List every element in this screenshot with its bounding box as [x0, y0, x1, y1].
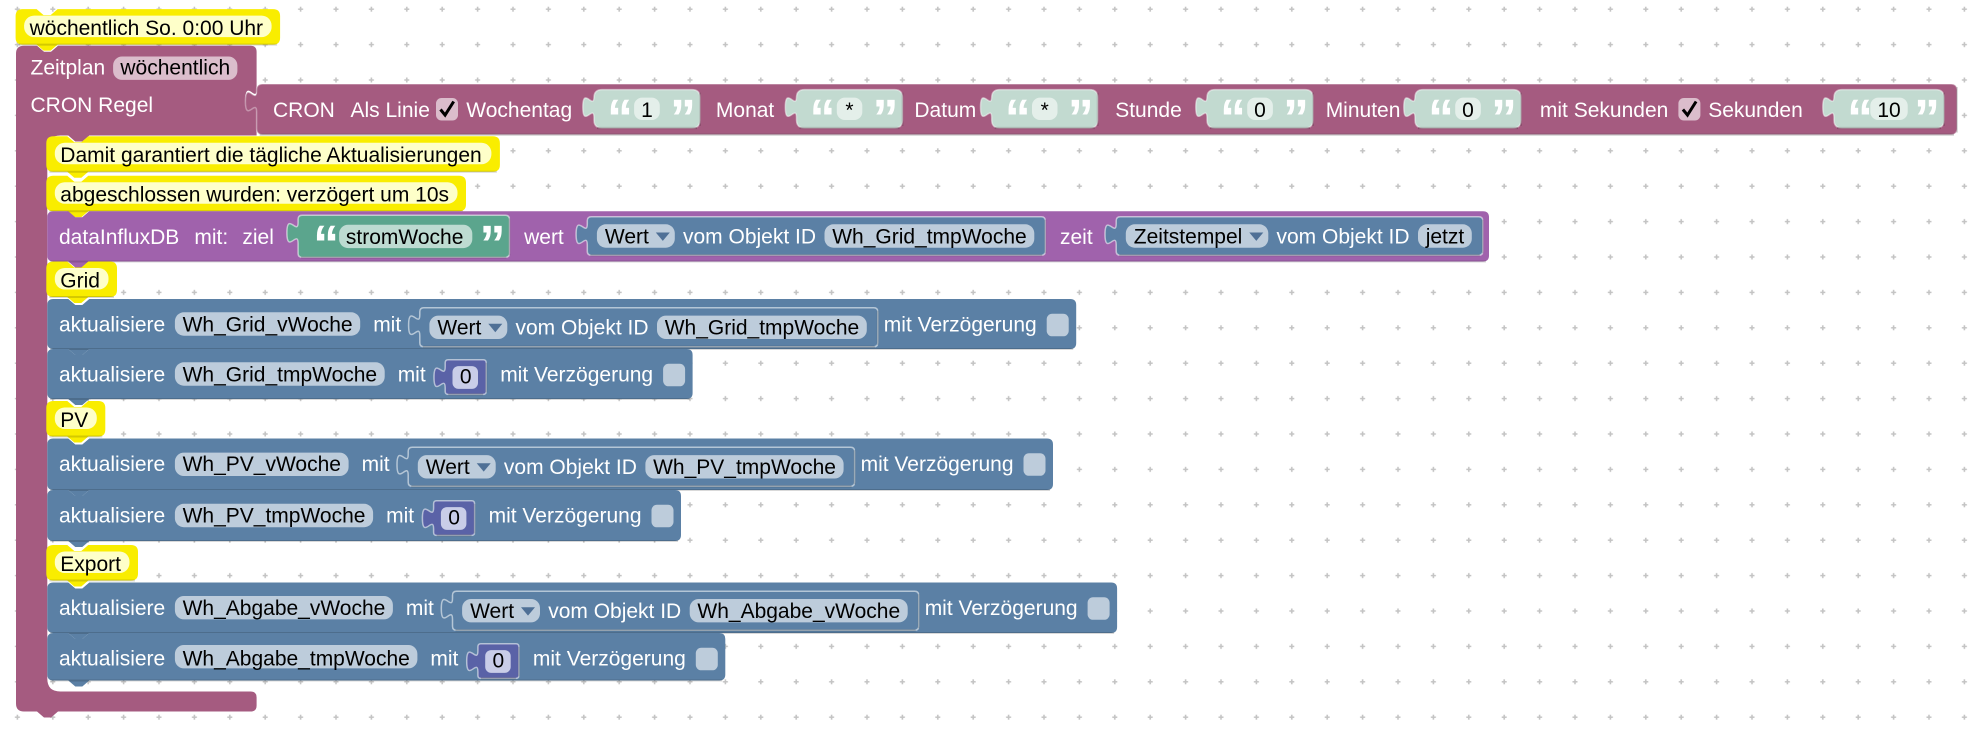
- svg-text:CRON: CRON: [273, 99, 335, 122]
- svg-text:jetzt: jetzt: [1425, 225, 1465, 248]
- svg-text:aktualisiere: aktualisiere: [59, 453, 165, 476]
- svg-text:Wh_Grid_tmpWoche: Wh_Grid_tmpWoche: [665, 317, 860, 340]
- svg-text:”: ”: [1491, 89, 1517, 147]
- svg-text:Wh_Grid_tmpWoche: Wh_Grid_tmpWoche: [183, 363, 378, 386]
- svg-text:“: “: [810, 89, 836, 147]
- svg-text:aktualisiere: aktualisiere: [59, 504, 165, 527]
- svg-text:”: ”: [873, 89, 899, 147]
- svg-text:ziel: ziel: [242, 226, 274, 249]
- svg-text:vom Objekt ID: vom Objekt ID: [683, 225, 816, 248]
- svg-text:”: ”: [1914, 89, 1940, 147]
- svg-text:“: “: [1847, 89, 1873, 147]
- svg-text:aktualisiere: aktualisiere: [59, 313, 165, 336]
- svg-text:mit: mit: [430, 647, 458, 670]
- svg-text:dataInfluxDB: dataInfluxDB: [59, 226, 179, 249]
- svg-text:zeit: zeit: [1060, 226, 1093, 249]
- svg-text:mit Verzögerung: mit Verzögerung: [861, 453, 1014, 476]
- svg-text:Stunde: Stunde: [1115, 99, 1182, 122]
- svg-text:“: “: [313, 215, 339, 273]
- svg-text:Wh_Grid_vWoche: Wh_Grid_vWoche: [183, 313, 353, 336]
- svg-text:Export: Export: [60, 553, 121, 576]
- svg-text:mit Sekunden: mit Sekunden: [1540, 99, 1668, 122]
- svg-text:Zeitstempel: Zeitstempel: [1134, 225, 1243, 248]
- svg-text:”: ”: [1283, 89, 1309, 147]
- svg-text:vom Objekt ID: vom Objekt ID: [1277, 225, 1410, 248]
- svg-text:mit: mit: [386, 504, 414, 527]
- svg-text:Wert: Wert: [470, 600, 514, 623]
- svg-text:Datum: Datum: [914, 99, 976, 122]
- svg-text:“: “: [1005, 89, 1031, 147]
- svg-text:wert: wert: [523, 226, 564, 249]
- svg-text:vom Objekt ID: vom Objekt ID: [516, 317, 649, 340]
- svg-text:mit Verzögerung: mit Verzögerung: [500, 363, 653, 386]
- svg-text:wöchentlich So. 0:00 Uhr: wöchentlich So. 0:00 Uhr: [29, 17, 263, 40]
- svg-text:mit Verzögerung: mit Verzögerung: [925, 597, 1078, 620]
- svg-text:mit:: mit:: [194, 226, 228, 249]
- svg-text:Damit garantiert die tägliche: Damit garantiert die tägliche Aktualisie…: [60, 144, 481, 167]
- svg-text:”: ”: [480, 215, 506, 273]
- svg-text:Zeitplan: Zeitplan: [31, 57, 106, 80]
- svg-text:0: 0: [460, 366, 472, 389]
- svg-text:Wert: Wert: [605, 225, 649, 248]
- svg-text:mit: mit: [398, 363, 426, 386]
- svg-text:mit Verzögerung: mit Verzögerung: [884, 313, 1037, 336]
- svg-text:“: “: [1428, 89, 1454, 147]
- svg-text:vom Objekt ID: vom Objekt ID: [548, 600, 681, 623]
- svg-text:Wh_PV_vWoche: Wh_PV_vWoche: [183, 453, 341, 476]
- svg-text:Wochentag: Wochentag: [466, 99, 572, 122]
- svg-text:Wh_Abgabe_tmpWoche: Wh_Abgabe_tmpWoche: [183, 647, 410, 670]
- svg-text:“: “: [1220, 89, 1246, 147]
- svg-text:Wert: Wert: [437, 317, 481, 340]
- svg-text:Wert: Wert: [426, 456, 470, 479]
- svg-text:mit: mit: [362, 453, 390, 476]
- svg-text:aktualisiere: aktualisiere: [59, 363, 165, 386]
- svg-text:Sekunden: Sekunden: [1708, 99, 1803, 122]
- svg-text:mit: mit: [406, 597, 434, 620]
- svg-text:”: ”: [1068, 89, 1094, 147]
- svg-text:abgeschlossen wurden: verzöger: abgeschlossen wurden: verzögert um 10s: [60, 184, 449, 207]
- svg-text:stromWoche: stromWoche: [346, 226, 463, 249]
- svg-text:0: 0: [1254, 99, 1266, 122]
- svg-text:mit Verzögerung: mit Verzögerung: [489, 504, 642, 527]
- svg-text:Wh_Abgabe_vWoche: Wh_Abgabe_vWoche: [183, 597, 386, 620]
- svg-text:CRON Regel: CRON Regel: [31, 94, 154, 117]
- svg-text:*: *: [845, 99, 853, 122]
- svg-text:Wh_PV_tmpWoche: Wh_PV_tmpWoche: [653, 456, 836, 479]
- svg-text:10: 10: [1877, 99, 1900, 122]
- svg-text:0: 0: [1462, 99, 1474, 122]
- svg-text:0: 0: [448, 507, 460, 530]
- svg-text:aktualisiere: aktualisiere: [59, 647, 165, 670]
- svg-text:0: 0: [493, 650, 505, 673]
- svg-text:Wh_Grid_tmpWoche: Wh_Grid_tmpWoche: [832, 225, 1027, 248]
- svg-text:”: ”: [670, 89, 696, 147]
- svg-text:Grid: Grid: [60, 269, 100, 292]
- svg-text:PV: PV: [60, 409, 88, 432]
- svg-text:vom Objekt ID: vom Objekt ID: [504, 456, 637, 479]
- svg-text:*: *: [1041, 99, 1049, 122]
- svg-text:Als Linie: Als Linie: [351, 99, 430, 122]
- svg-text:Wh_PV_tmpWoche: Wh_PV_tmpWoche: [183, 504, 366, 527]
- svg-text:aktualisiere: aktualisiere: [59, 597, 165, 620]
- svg-text:Monat: Monat: [716, 99, 775, 122]
- svg-text:mit: mit: [373, 313, 401, 336]
- svg-text:Wh_Abgabe_vWoche: Wh_Abgabe_vWoche: [697, 600, 900, 623]
- svg-text:wöchentlich: wöchentlich: [119, 57, 230, 80]
- svg-text:1: 1: [641, 99, 653, 122]
- svg-text:Minuten: Minuten: [1326, 99, 1401, 122]
- svg-text:“: “: [607, 89, 633, 147]
- svg-text:mit Verzögerung: mit Verzögerung: [533, 647, 686, 670]
